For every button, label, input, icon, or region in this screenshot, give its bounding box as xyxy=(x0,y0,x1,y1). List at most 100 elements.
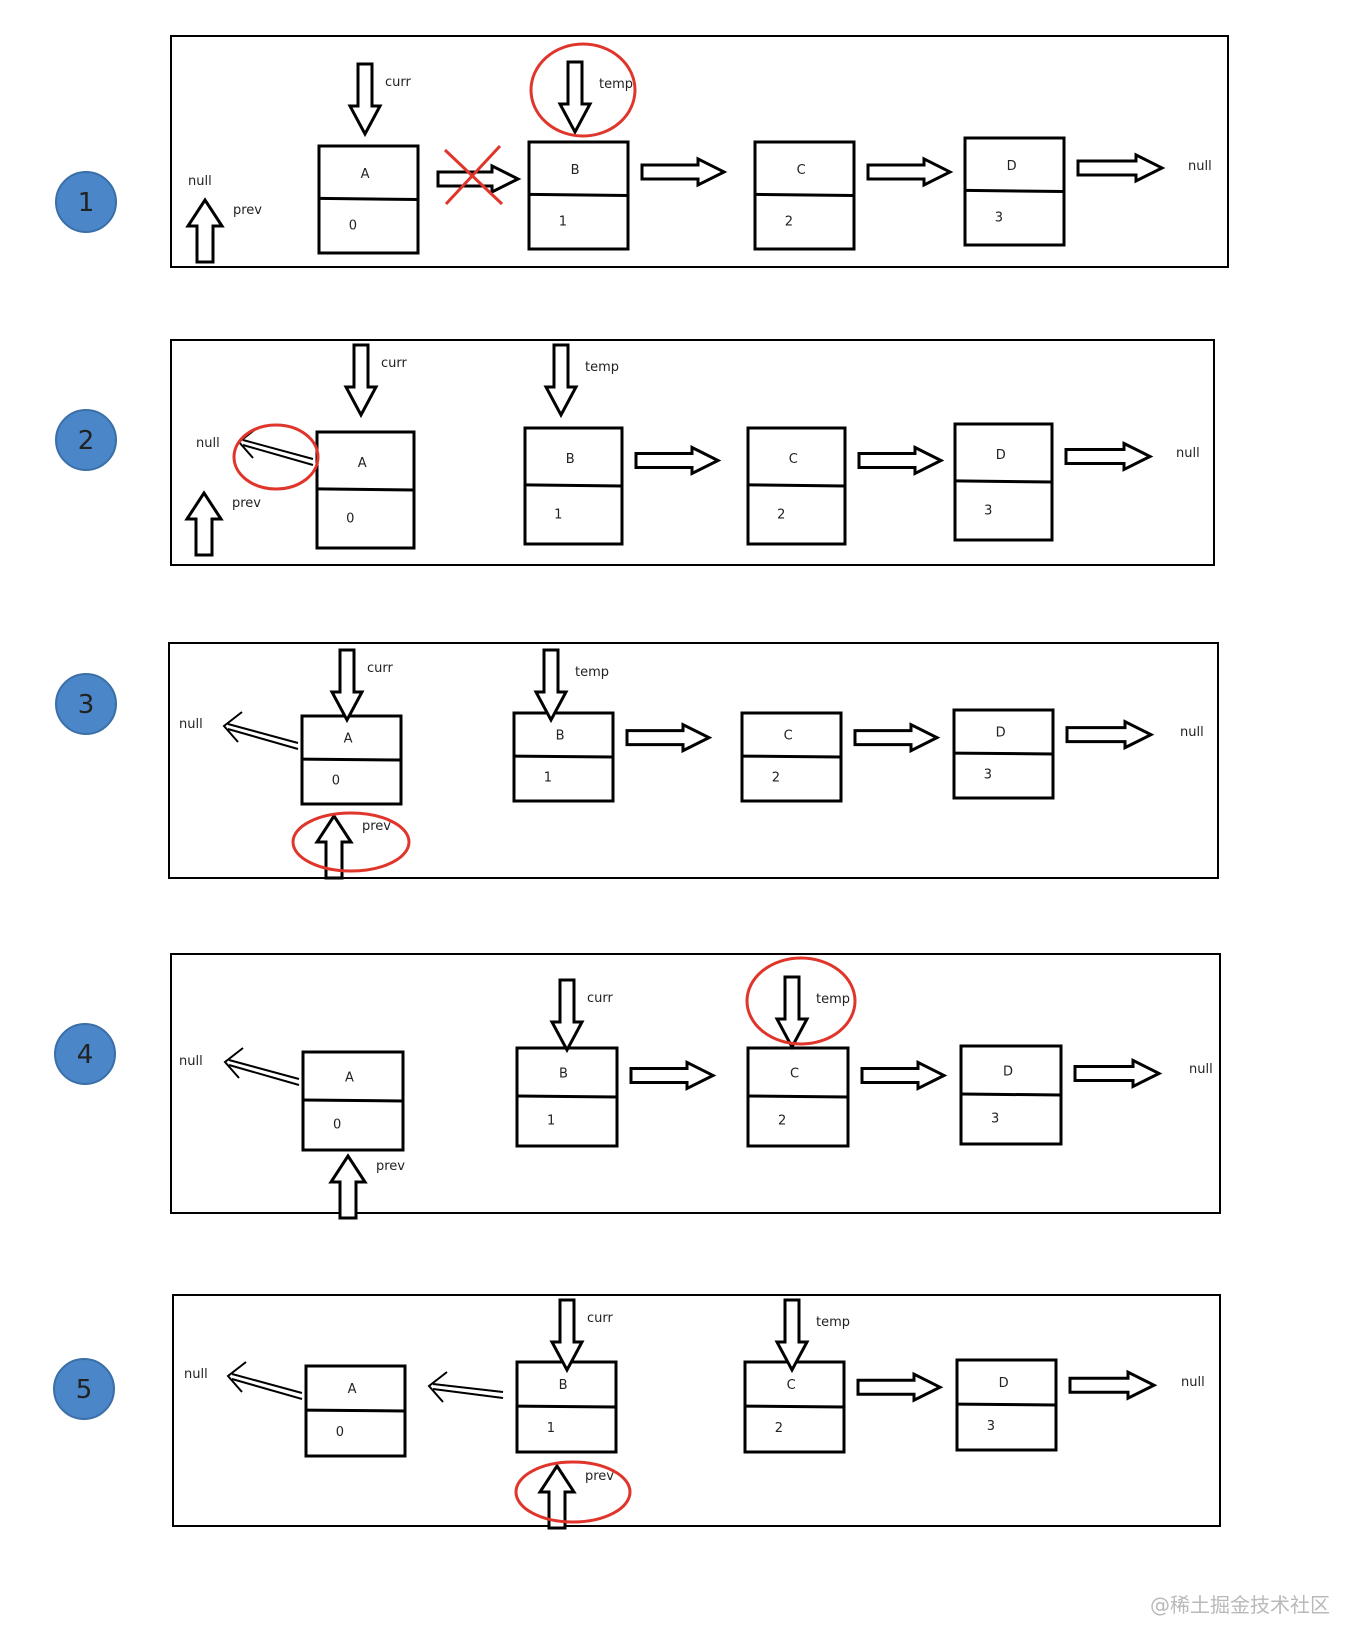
node-divider xyxy=(516,1404,617,1409)
node-divider xyxy=(960,1092,1062,1097)
node-divider xyxy=(524,483,623,488)
node-value: 3 xyxy=(995,210,1003,225)
temp-pointer-arrow xyxy=(774,975,810,1051)
node-divider xyxy=(316,487,415,492)
node-divider xyxy=(747,483,846,488)
node-value: 1 xyxy=(547,1113,555,1128)
curr-pointer-arrow xyxy=(347,62,383,138)
reversed-link-arrow xyxy=(427,1371,504,1403)
tail-link-arrow xyxy=(1076,152,1166,184)
step-badge: 4 xyxy=(54,1023,116,1085)
step-number: 4 xyxy=(77,1040,94,1070)
list-node: C2 xyxy=(740,711,843,803)
step-number: 5 xyxy=(76,1375,93,1405)
step-badge: 5 xyxy=(53,1358,115,1420)
node-value: 3 xyxy=(987,1419,995,1434)
node-value: 3 xyxy=(991,1111,999,1126)
node-letter: C xyxy=(784,728,793,743)
highlight-ring xyxy=(745,956,857,1046)
node-divider xyxy=(953,751,1054,756)
null-left-label: null xyxy=(179,717,203,732)
curr-label: curr xyxy=(367,661,394,676)
node-divider xyxy=(744,1404,845,1409)
node-divider xyxy=(301,757,402,762)
prev-pointer-arrow xyxy=(184,490,224,557)
tail-link-arrow xyxy=(1064,441,1154,472)
temp-label: temp xyxy=(585,360,619,375)
list-node: D3 xyxy=(952,708,1055,800)
list-node: D3 xyxy=(963,136,1066,247)
node-letter: B xyxy=(566,452,575,467)
curr-pointer-arrow xyxy=(343,343,379,419)
node-value: 2 xyxy=(777,507,785,522)
node-divider xyxy=(754,192,855,197)
list-node: B1 xyxy=(527,140,630,251)
list-node: C2 xyxy=(746,1046,850,1148)
prev-label: prev xyxy=(376,1159,405,1174)
node-letter: D xyxy=(996,448,1006,463)
list-node: C2 xyxy=(746,426,847,546)
node-letter: B xyxy=(559,1066,568,1081)
prev-pointer-arrow xyxy=(328,1153,368,1220)
curr-label: curr xyxy=(381,356,408,371)
reversed-link-arrow xyxy=(222,711,299,750)
list-node: D3 xyxy=(959,1044,1063,1146)
null-right-label: null xyxy=(1189,1062,1213,1077)
list-node: C2 xyxy=(743,1360,846,1454)
curr-label: curr xyxy=(587,991,614,1006)
list-node: A0 xyxy=(300,714,403,806)
temp-pointer-arrow xyxy=(543,343,579,419)
list-node: B1 xyxy=(515,1360,618,1454)
node-letter: A xyxy=(344,731,353,746)
link-arrow xyxy=(625,722,713,754)
link-arrow xyxy=(860,1060,948,1091)
temp-pointer-arrow xyxy=(774,1298,810,1374)
node-divider xyxy=(513,754,614,759)
temp-label: temp xyxy=(816,992,850,1007)
list-node: A0 xyxy=(304,1364,407,1458)
list-node: C2 xyxy=(753,140,856,251)
curr-label: curr xyxy=(385,75,412,90)
node-value: 2 xyxy=(778,1113,786,1128)
list-node: D3 xyxy=(953,422,1054,542)
reversed-link-arrow xyxy=(226,1361,303,1400)
prev-label: prev xyxy=(362,819,391,834)
link-arrow xyxy=(634,445,722,476)
node-value: 1 xyxy=(559,214,567,229)
temp-label: temp xyxy=(575,665,609,680)
node-letter: C xyxy=(789,452,798,467)
node-letter: C xyxy=(787,1378,796,1393)
link-arrow xyxy=(866,156,954,188)
node-divider xyxy=(954,479,1053,484)
node-value: 3 xyxy=(984,768,992,783)
temp-pointer-arrow xyxy=(533,648,569,724)
curr-label: curr xyxy=(587,1311,614,1326)
node-value: 1 xyxy=(554,507,562,522)
node-letter: D xyxy=(996,725,1006,740)
curr-pointer-arrow xyxy=(549,1298,585,1374)
link-arrow xyxy=(856,1371,944,1403)
node-letter: B xyxy=(556,728,565,743)
link-arrow-cut xyxy=(436,163,522,195)
node-divider xyxy=(528,192,629,197)
node-letter: D xyxy=(999,1376,1009,1391)
link-arrow xyxy=(640,156,728,188)
node-divider xyxy=(956,1402,1057,1407)
link-arrow xyxy=(629,1060,717,1091)
node-value: 0 xyxy=(346,511,354,526)
node-divider xyxy=(964,188,1065,193)
temp-pointer-arrow xyxy=(557,60,593,136)
list-node: D3 xyxy=(955,1358,1058,1452)
null-right-label: null xyxy=(1181,1375,1205,1390)
node-divider xyxy=(516,1094,618,1099)
list-node: A0 xyxy=(317,144,420,255)
node-divider xyxy=(318,196,419,201)
step-number: 1 xyxy=(78,188,95,218)
node-letter: B xyxy=(559,1378,568,1393)
node-letter: B xyxy=(571,163,580,178)
